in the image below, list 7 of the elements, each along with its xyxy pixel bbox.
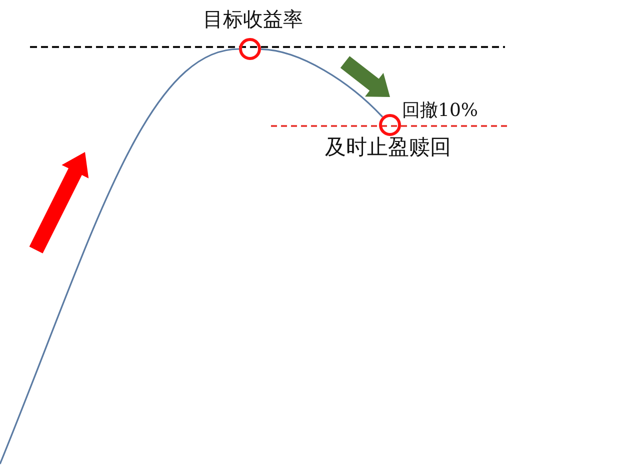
highlight-circle	[239, 38, 261, 60]
annotation-label: 回撤10%	[402, 100, 478, 122]
highlight-circle	[379, 114, 401, 136]
annotation-label: 及时止盈赎回	[325, 135, 451, 160]
curve-line	[260, 48, 384, 118]
curve-line	[0, 48, 240, 464]
annotation-label: 目标收益率	[203, 7, 303, 31]
